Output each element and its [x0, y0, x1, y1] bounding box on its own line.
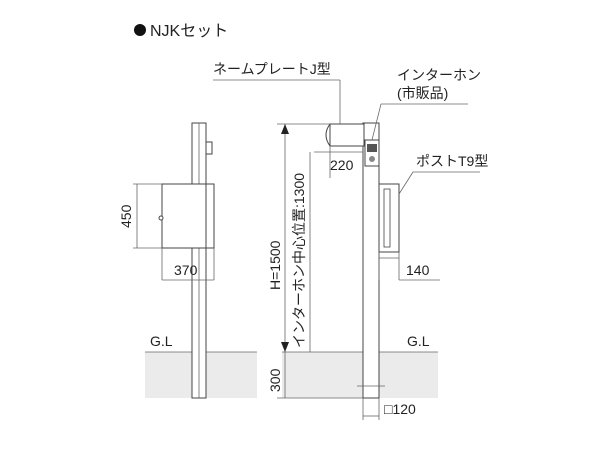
dim-120-label: □120	[384, 401, 416, 417]
ground-label-left: G.L	[150, 333, 173, 349]
dim-h-arrow-bottom	[281, 342, 289, 352]
intercom-button	[369, 156, 375, 162]
dim-220-label: 220	[330, 157, 354, 173]
intercom-leader-v	[371, 103, 382, 141]
ground-right	[282, 352, 438, 398]
intercom-camera	[367, 144, 377, 152]
intercom-unit	[364, 139, 380, 167]
dim-450-label: 450	[118, 204, 134, 228]
dim-h-label: H=1500	[267, 240, 283, 290]
nameplate-label: ネームプレートJ型	[213, 61, 331, 77]
ground-label-right: G.L	[407, 333, 430, 349]
intercom-side-view	[205, 141, 213, 155]
post-label: ポストT9型	[416, 153, 488, 169]
mailbox-side-knob	[158, 215, 164, 221]
post-leader-v	[398, 171, 414, 195]
nameplate	[329, 123, 365, 147]
mailbox-side-front	[205, 183, 215, 249]
dim-370-label: 370	[174, 262, 198, 278]
dim-300-label: 300	[267, 368, 283, 392]
post-t9-slot	[383, 188, 391, 248]
intercom-label-2: (市販品)	[397, 85, 448, 101]
title-bullet-icon	[134, 24, 146, 36]
dim-140-label: 140	[406, 262, 430, 278]
dim-h-arrow-top	[281, 124, 289, 134]
diagram-title: NJKセット	[150, 23, 228, 40]
intercom-label-1: インターホン	[397, 67, 481, 83]
dim-intercom-label: インターホン中心位置:1300	[291, 173, 307, 348]
nameplate-curve	[325, 123, 331, 147]
